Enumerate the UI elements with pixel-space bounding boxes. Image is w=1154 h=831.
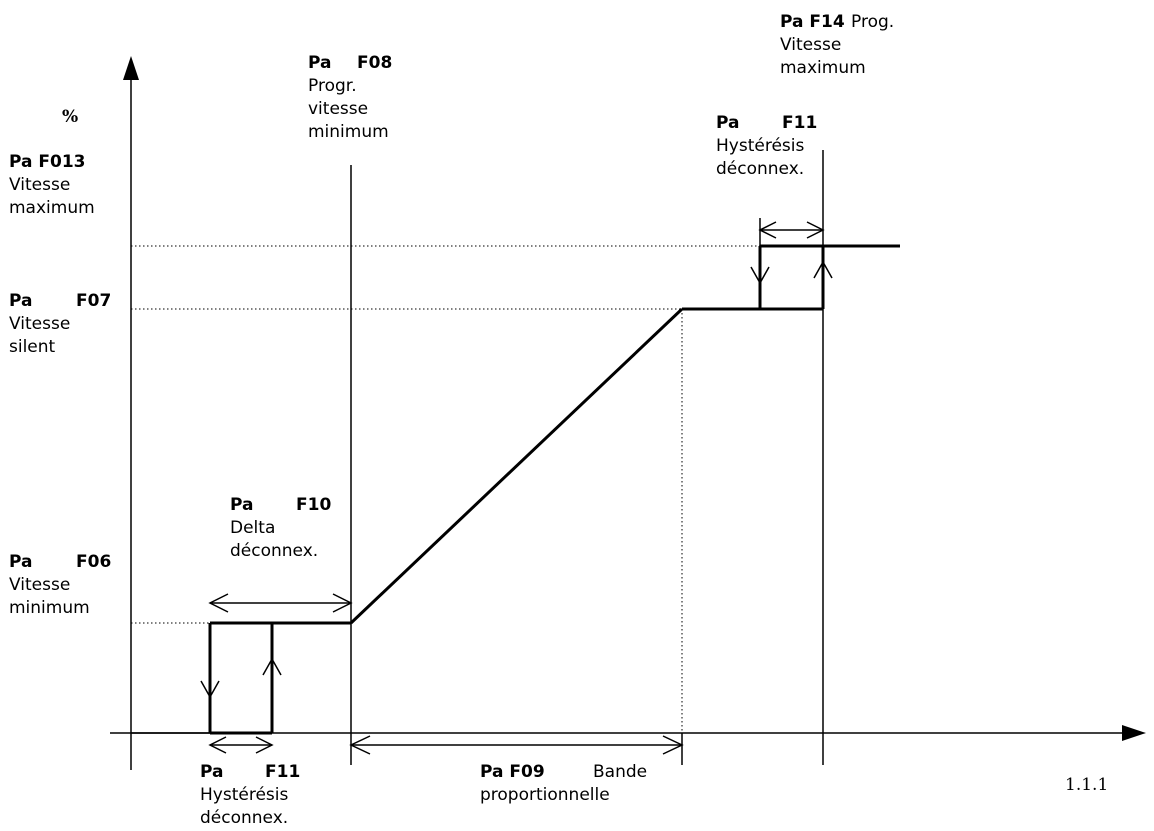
x-axis-arrow-icon [1122, 725, 1146, 741]
svg-text:Pa: Pa [9, 291, 32, 311]
dimension-f11-bottom [208, 736, 274, 754]
svg-text:Vitesse: Vitesse [780, 35, 841, 55]
svg-text:Prog.: Prog. [851, 12, 894, 32]
svg-text:vitesse: vitesse [308, 99, 368, 119]
svg-text:Pa F013: Pa F013 [9, 152, 86, 172]
svg-text:Delta: Delta [230, 518, 275, 538]
page-number: 1.1.1 [1065, 775, 1108, 795]
svg-text:Progr.: Progr. [308, 76, 357, 96]
svg-text:maximum: maximum [780, 58, 866, 78]
svg-text:Vitesse: Vitesse [9, 314, 70, 334]
y-axis-arrow-icon [123, 56, 139, 80]
svg-text:Vitesse: Vitesse [9, 175, 70, 195]
svg-text:Pa F09: Pa F09 [480, 762, 545, 782]
svg-text:Bande: Bande [593, 762, 647, 782]
svg-text:maximum: maximum [9, 198, 95, 218]
y-unit-label: % [62, 107, 78, 127]
label-f11-top: Pa F11 Hystérésis déconnex. [716, 113, 817, 179]
label-f06: Pa F06 Vitesse minimum [9, 552, 111, 618]
label-f10: Pa F10 Delta déconnex. [230, 495, 331, 561]
svg-text:déconnex.: déconnex. [200, 808, 288, 828]
svg-text:Pa: Pa [716, 113, 739, 133]
svg-text:Hystérésis: Hystérésis [716, 136, 804, 156]
label-f08: Pa F08 Progr. vitesse minimum [308, 53, 392, 142]
svg-text:Pa F14: Pa F14 [780, 12, 845, 32]
svg-text:déconnex.: déconnex. [716, 159, 804, 179]
svg-text:F07: F07 [76, 291, 111, 311]
down-arrow-icon [750, 266, 770, 285]
svg-text:minimum: minimum [9, 598, 90, 618]
svg-text:F11: F11 [265, 762, 300, 782]
label-f11-bottom: Pa F11 Hystérésis déconnex. [200, 762, 300, 828]
svg-text:F08: F08 [357, 53, 392, 73]
down-arrow-icon [200, 680, 220, 699]
svg-text:Hystérésis: Hystérésis [200, 785, 288, 805]
dimension-f10 [208, 593, 353, 613]
label-f07: Pa F07 Vitesse silent [9, 291, 111, 357]
svg-text:minimum: minimum [308, 122, 389, 142]
up-arrow-icon [813, 260, 833, 279]
dimension-f09 [349, 733, 684, 765]
svg-text:F11: F11 [782, 113, 817, 133]
up-arrow-icon [262, 657, 282, 676]
svg-text:F10: F10 [296, 495, 331, 515]
svg-text:Vitesse: Vitesse [9, 575, 70, 595]
axes [110, 56, 1146, 770]
svg-text:Pa: Pa [200, 762, 223, 782]
response-curve [131, 244, 900, 735]
svg-text:F06: F06 [76, 552, 111, 572]
svg-text:Pa: Pa [9, 552, 32, 572]
svg-text:déconnex.: déconnex. [230, 541, 318, 561]
dimension-f11-top [758, 218, 825, 246]
svg-text:Pa: Pa [308, 53, 331, 73]
direction-arrows [200, 260, 833, 699]
reference-lines [131, 245, 760, 733]
label-f013: Pa F013 Vitesse maximum [9, 152, 95, 218]
label-f09: Pa F09 Bande proportionnelle [480, 762, 647, 805]
svg-text:silent: silent [9, 337, 56, 357]
svg-text:Pa: Pa [230, 495, 253, 515]
svg-text:proportionnelle: proportionnelle [480, 785, 610, 805]
label-f14: Pa F14 Prog. Vitesse maximum [780, 12, 894, 78]
